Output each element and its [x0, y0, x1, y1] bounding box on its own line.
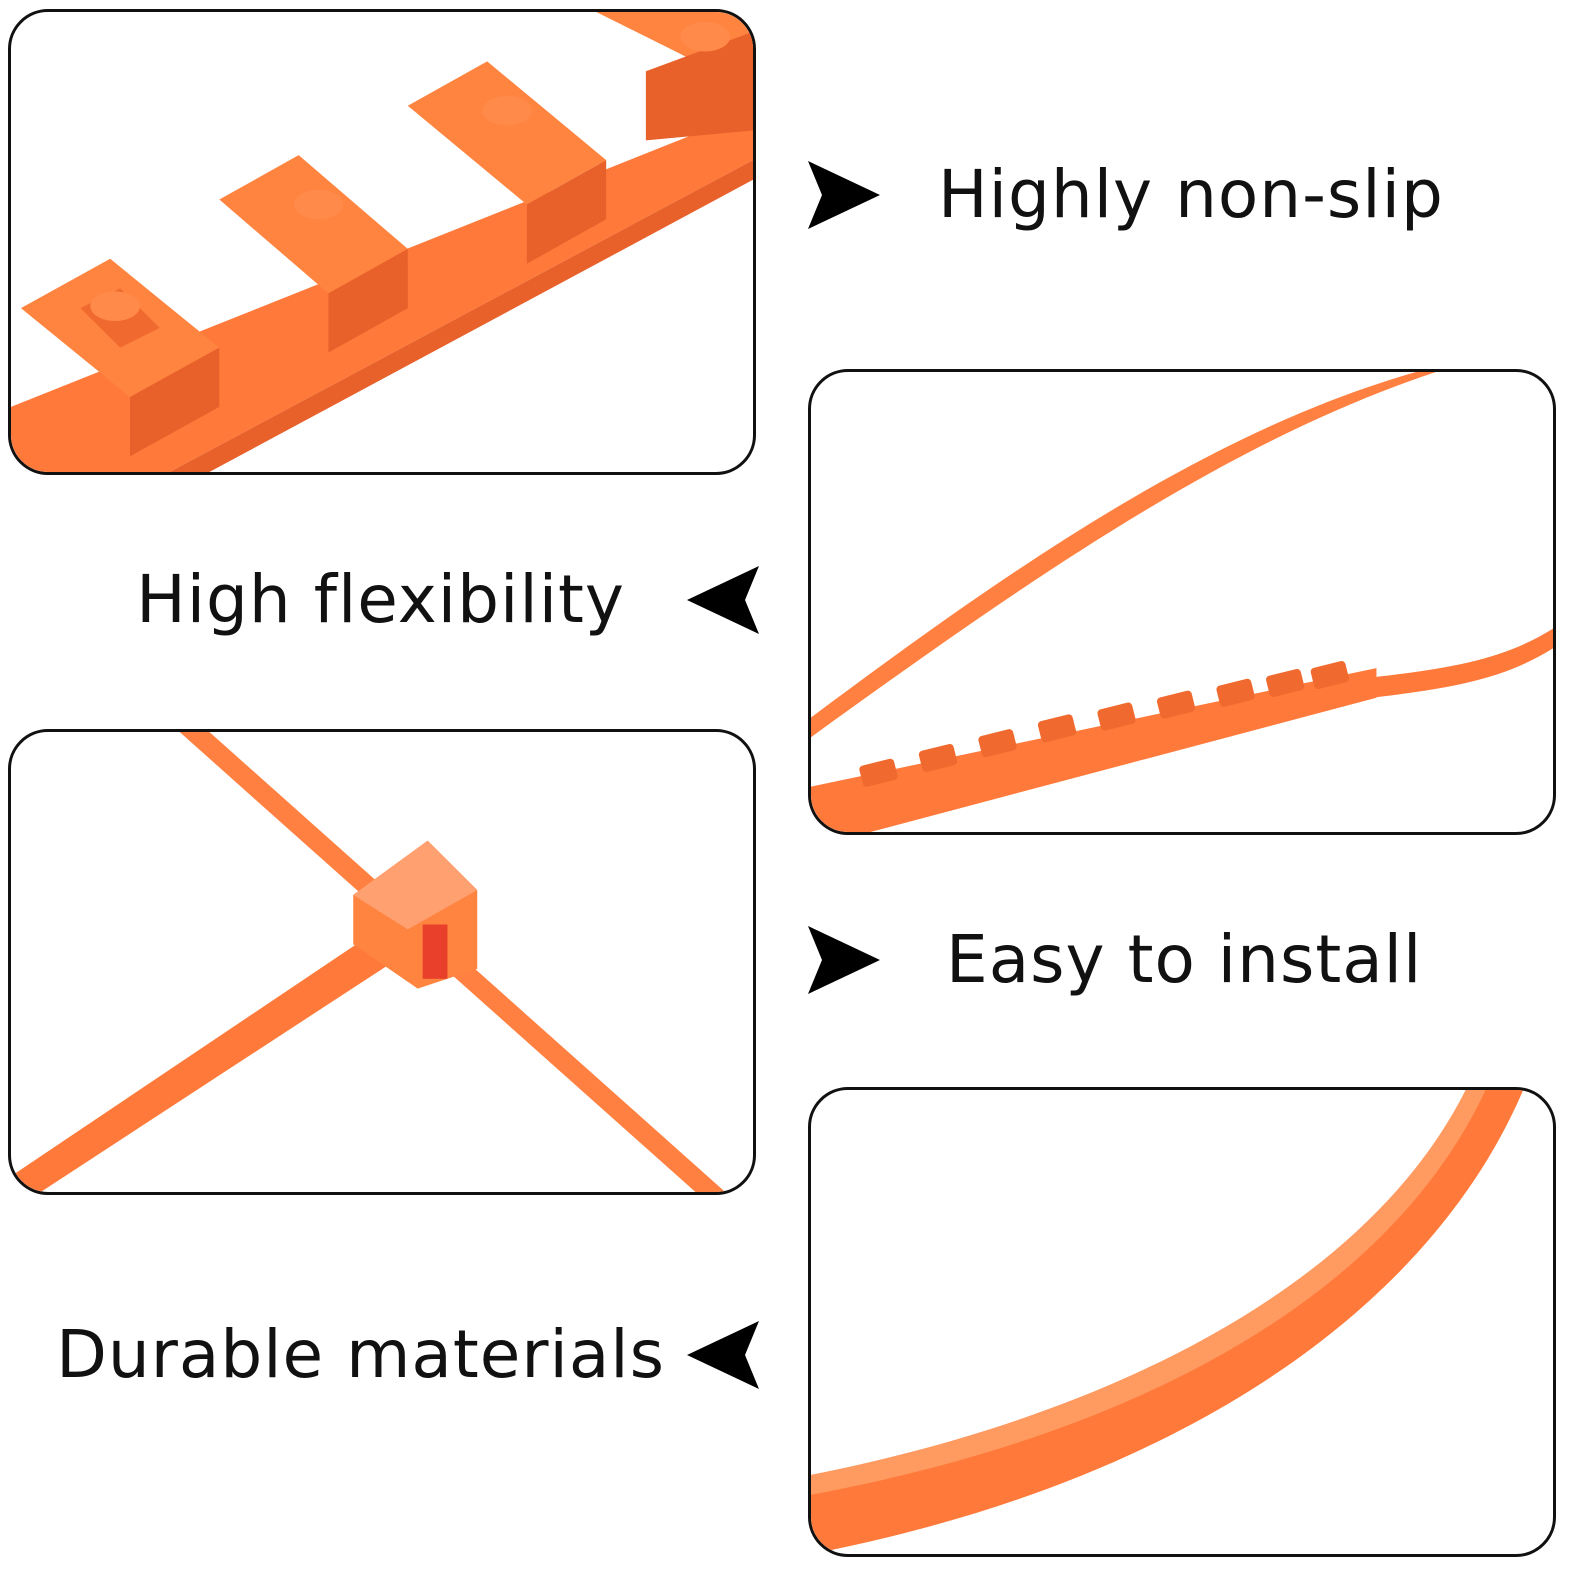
- feature-flexibility: High flexibility: [136, 555, 761, 645]
- left-arrowhead-icon: [687, 566, 759, 634]
- product-image-curved-band: [808, 1087, 1556, 1557]
- feature-label-install: Easy to install: [946, 921, 1423, 998]
- product-image-full-strap: [808, 369, 1556, 835]
- full-strap-illustration: [811, 372, 1553, 832]
- product-image-blocks-closeup: [8, 9, 756, 475]
- feature-label-durable: Durable materials: [56, 1316, 665, 1393]
- feature-label-flexibility: High flexibility: [136, 561, 625, 638]
- feature-non-slip: Highly non-slip: [806, 150, 1444, 240]
- blocks-closeup-illustration: [11, 12, 753, 472]
- product-image-tie-head: [8, 729, 756, 1195]
- feature-durable: Durable materials: [56, 1310, 761, 1400]
- feature-label-non-slip: Highly non-slip: [938, 156, 1444, 233]
- curved-band-illustration: [811, 1090, 1524, 1554]
- right-arrowhead-icon: [808, 926, 880, 994]
- right-arrowhead-icon: [808, 161, 880, 229]
- left-arrowhead-icon: [687, 1321, 759, 1389]
- feature-install: Easy to install: [806, 915, 1422, 1005]
- tie-head-illustration: [11, 732, 726, 1192]
